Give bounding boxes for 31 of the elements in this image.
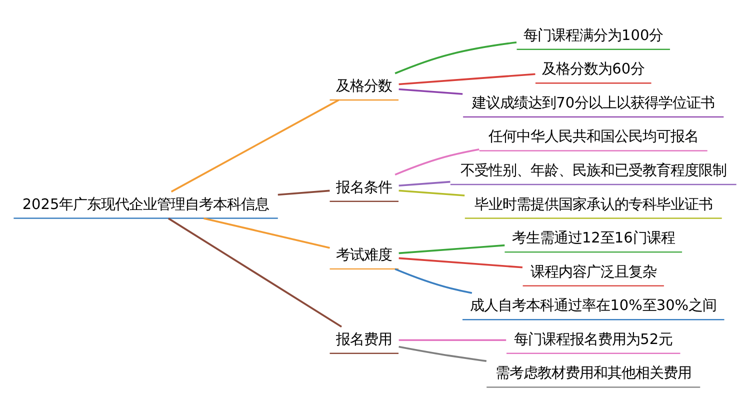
node-text: 成人自考本科通过率在10%至30%之间 [470, 298, 717, 314]
connector [398, 190, 465, 196]
connector [204, 217, 330, 249]
node-text: 考试难度 [336, 247, 392, 264]
connector [398, 346, 487, 362]
node-text: 每门课程报名费用为52元 [514, 332, 673, 348]
node-text: 需考虑教材费用和其他相关费用 [495, 366, 692, 382]
node-text: 不受性别、年龄、民族和已受教育程度限制 [460, 162, 726, 179]
connector [394, 41, 517, 74]
connector [398, 257, 523, 268]
node-text: 考生需通过12至16门课程 [512, 230, 675, 247]
connector [394, 148, 480, 176]
node-text: 任何中华人民共和国公民均可报名 [488, 129, 698, 146]
node-text: 报名条件 [336, 180, 392, 196]
node-text: 及格分数 [336, 78, 392, 95]
node-text: 及格分数为60分 [542, 62, 645, 78]
connector [398, 180, 450, 187]
connector [398, 339, 506, 342]
connector [168, 218, 342, 328]
node-text: 2025年广东现代企业管理自考本科信息 [22, 196, 270, 213]
connector [170, 99, 340, 192]
node-text: 毕业时需提供国家承认的专科毕业证书 [474, 196, 712, 213]
connector [394, 268, 472, 294]
connector [278, 190, 330, 196]
node-text: 建议成绩达到70分以上以获得学位证书 [472, 95, 715, 112]
connector [398, 73, 536, 86]
node-text: 报名费用 [336, 332, 392, 348]
connector [398, 244, 505, 254]
connector [398, 88, 463, 95]
node-text: 课程内容广泛且复杂 [530, 264, 656, 280]
node-text: 每门课程满分为100分 [524, 28, 664, 44]
